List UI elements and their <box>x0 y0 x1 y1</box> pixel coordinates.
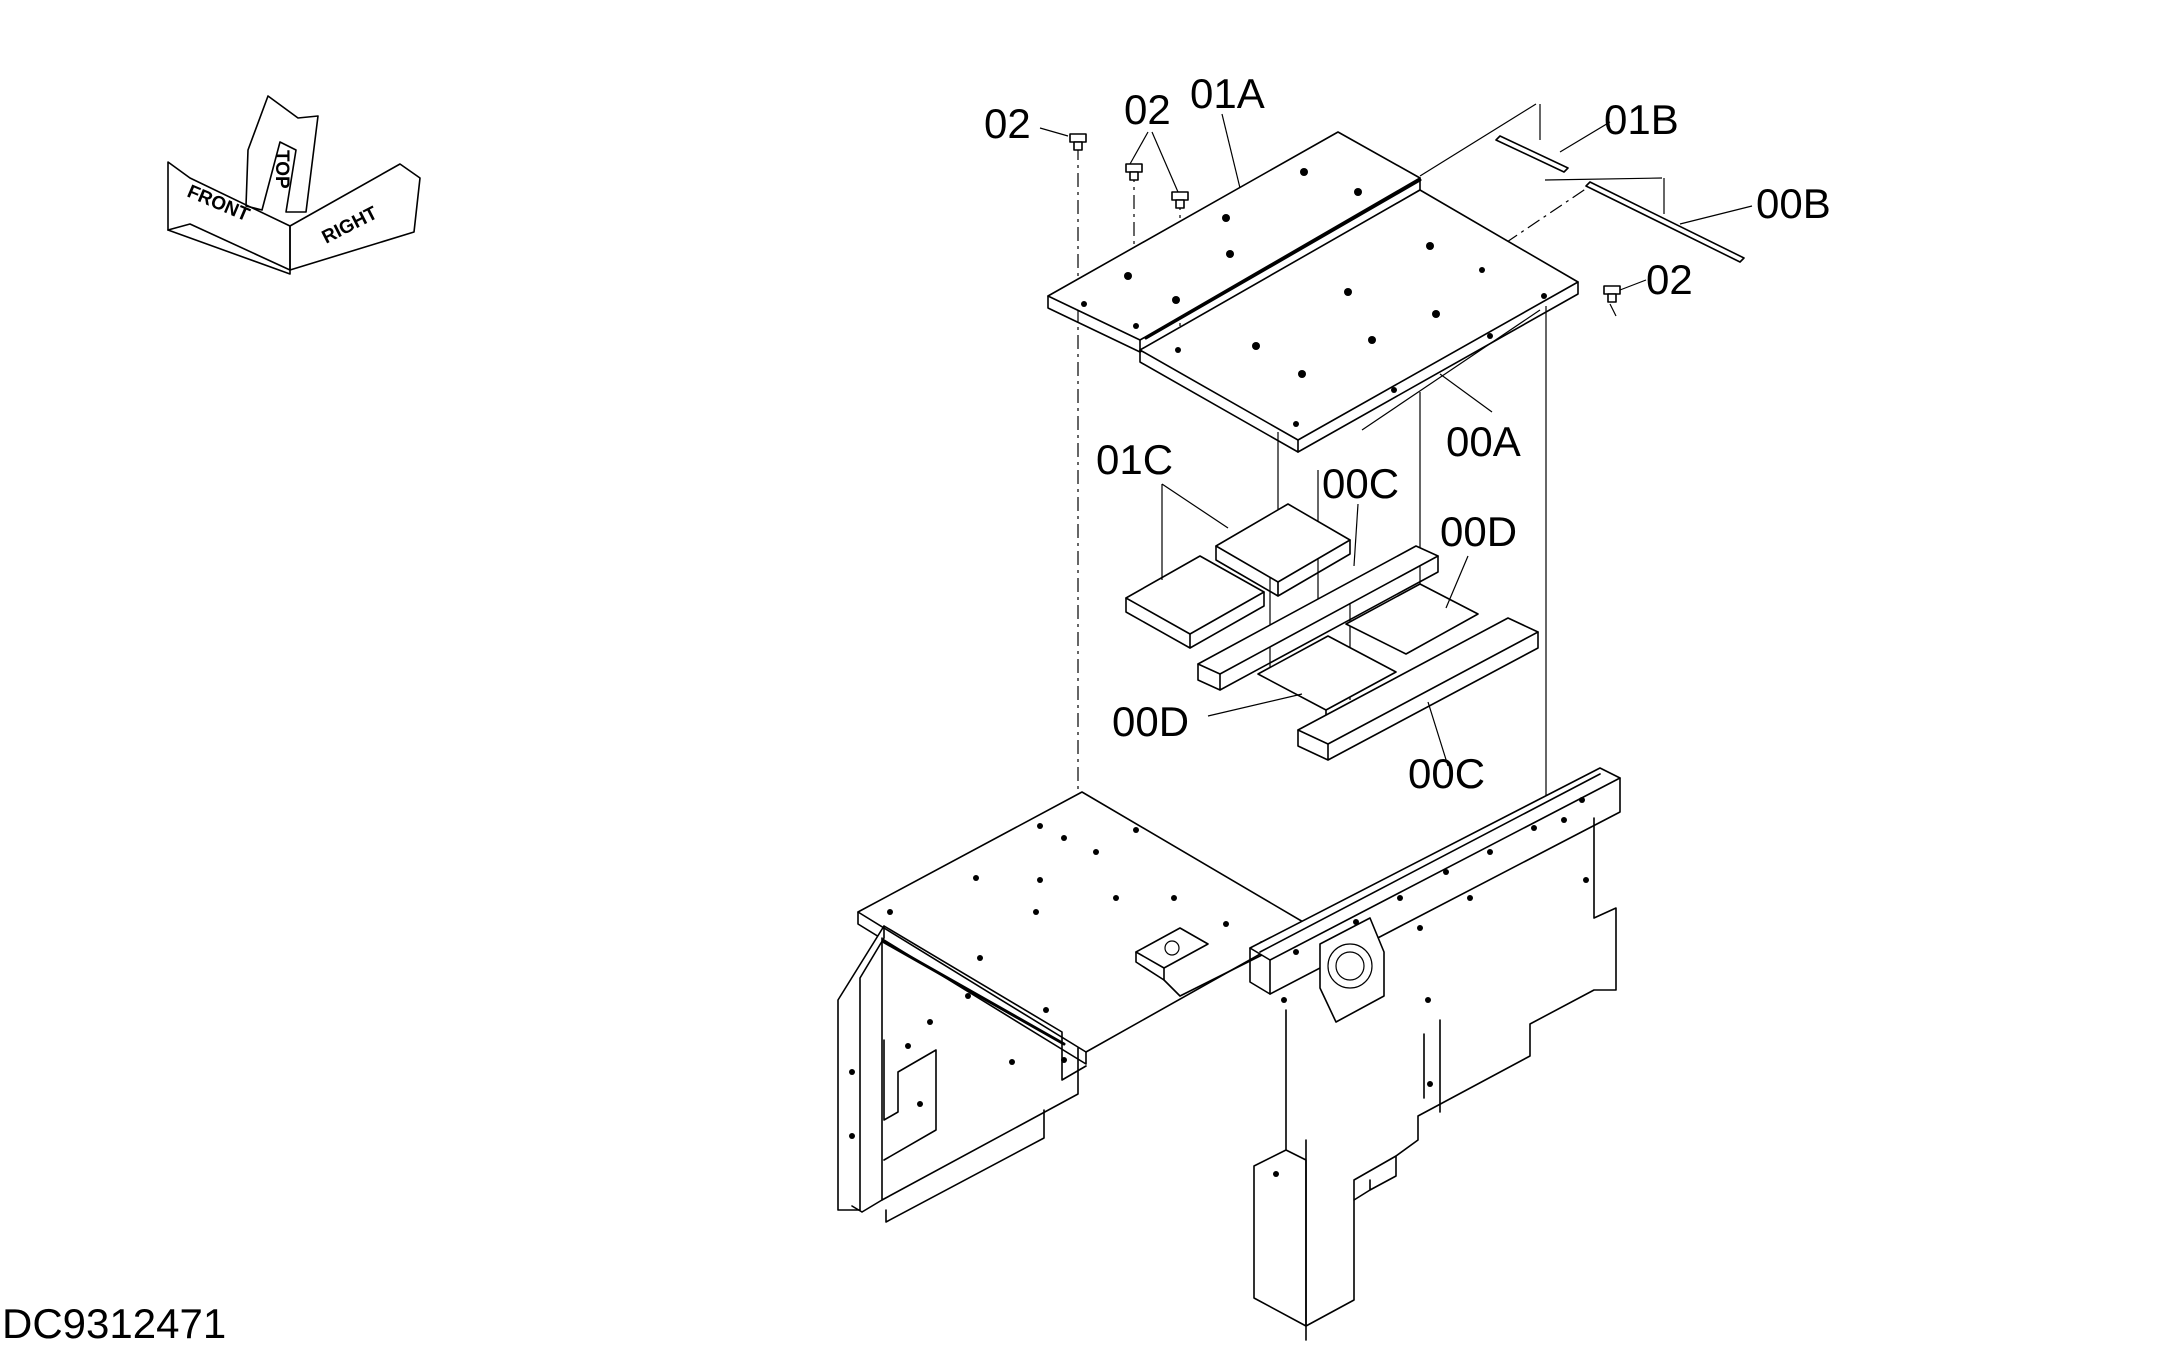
callout-01B: 01B <box>1604 96 1679 143</box>
bolt-02-c <box>1171 191 1189 209</box>
right-arrow-shape <box>289 163 421 271</box>
bolt-02-d <box>1603 285 1621 303</box>
top-label: TOP <box>271 150 292 189</box>
callout-01A: 01A <box>1190 70 1265 117</box>
callout-00C-upper: 00C <box>1322 460 1399 507</box>
plate-00A <box>1139 189 1579 453</box>
callout-00C-lower: 00C <box>1408 750 1485 797</box>
leader-lines <box>1039 113 1753 767</box>
pad-01C-a <box>1125 555 1265 649</box>
callout-02-b: 02 <box>1124 86 1171 133</box>
callout-02-c: 02 <box>1646 256 1693 303</box>
bolt-02-b <box>1125 163 1143 181</box>
callout-00D-lower: 00D <box>1112 698 1189 745</box>
callout-00D-upper: 00D <box>1440 508 1517 555</box>
callout-00A: 00A <box>1446 418 1521 465</box>
floor-frame-right-rail <box>1249 767 1621 1341</box>
callout-labels: 02 02 01A 01B 00B 02 00A 01C 00C 00D 00D… <box>984 70 1831 797</box>
pad-00D-upper <box>1345 583 1479 655</box>
pad-00C-upper <box>1197 545 1439 691</box>
orientation-indicator: FRONT TOP RIGHT <box>167 95 421 275</box>
right-label: RIGHT <box>319 203 382 249</box>
plate-01A <box>1047 131 1422 353</box>
callout-01C: 01C <box>1096 436 1173 483</box>
seal-01B <box>1495 135 1569 173</box>
callout-00B: 00B <box>1756 180 1831 227</box>
bolt-02-a <box>1069 133 1087 151</box>
seal-00B <box>1585 181 1745 263</box>
pad-00C-lower <box>1297 617 1539 761</box>
callout-02-a: 02 <box>984 100 1031 147</box>
front-label: FRONT <box>184 181 253 226</box>
top-arrow-shape <box>245 95 319 213</box>
bolt-02-group <box>1069 133 1621 303</box>
pad-01C-b <box>1215 503 1351 597</box>
drawing-code: DC9312471 <box>2 1300 226 1345</box>
floor-frame-left <box>837 791 1311 1223</box>
